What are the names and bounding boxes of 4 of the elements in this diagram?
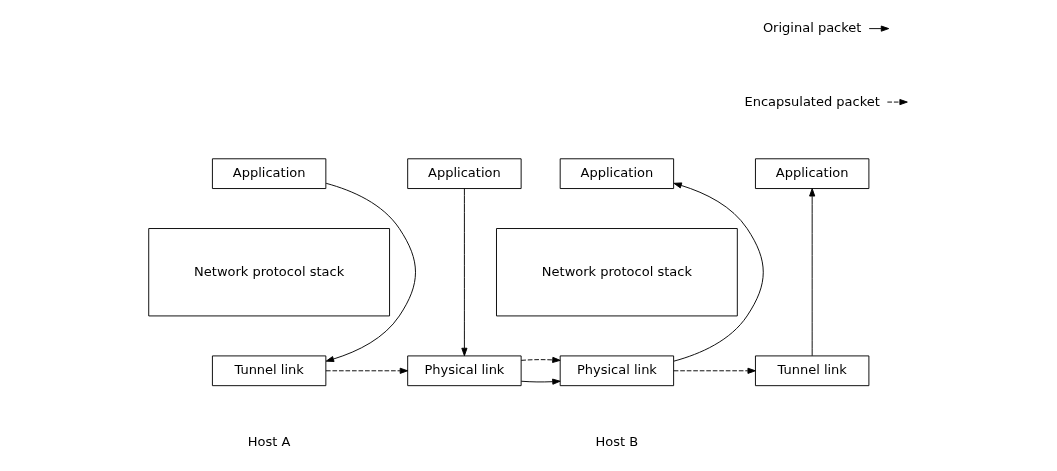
label: Host A (247, 433, 291, 449)
label: Host B (595, 433, 639, 449)
legend-label: Encapsulated packet (744, 93, 880, 109)
legend-label: Original packet (762, 20, 862, 36)
